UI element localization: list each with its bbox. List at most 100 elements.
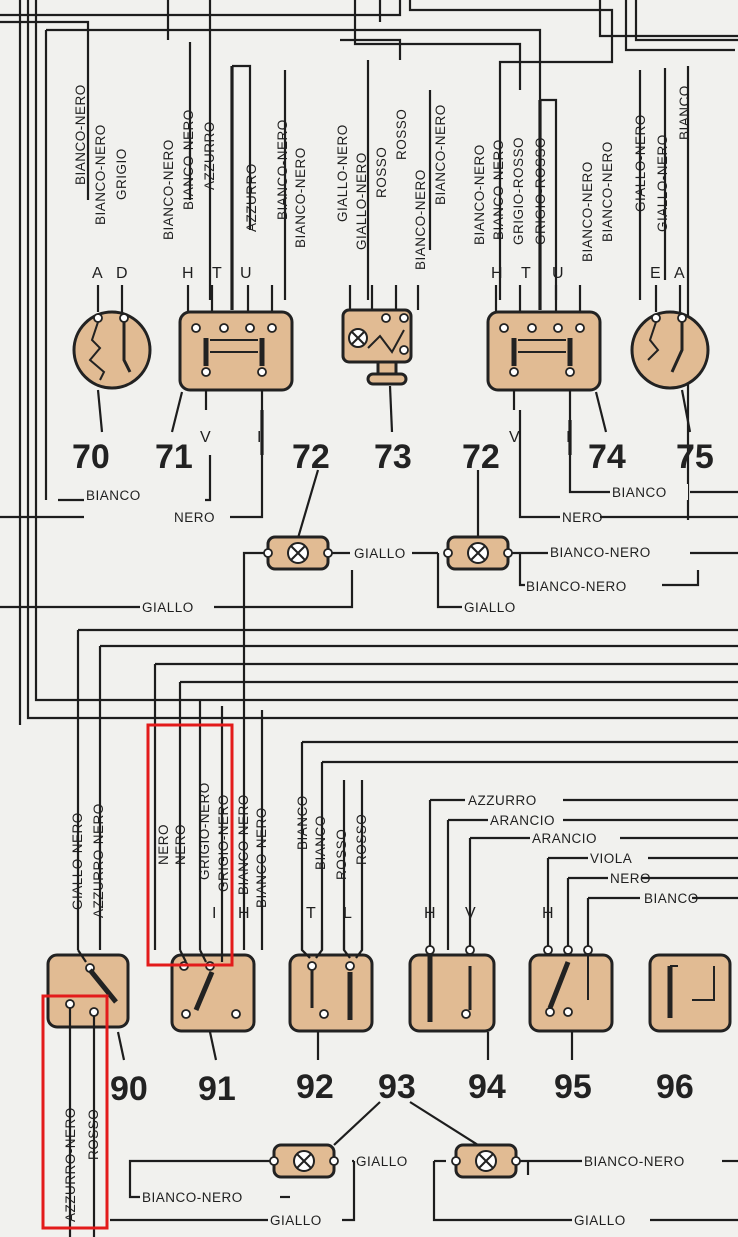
lamp-unit-73 — [341, 285, 420, 433]
wire-label: BIANCO-NERO — [254, 807, 269, 908]
wire-label-bianco-nero: BIANCO-NERO — [142, 1190, 243, 1205]
wire-label-bianco: BIANCO — [612, 485, 667, 500]
wire-label: GRIGIO-NERO — [197, 782, 212, 880]
wire-label: BIANCO-NERO — [73, 84, 88, 185]
wire-label: NERO — [173, 824, 188, 865]
pin-letter: H — [491, 265, 503, 282]
wire-label: BIANCO-NERO — [161, 139, 176, 240]
wire-label-giallo: GIALLO — [356, 1154, 408, 1169]
wire-label: GIALLO-NERO — [354, 152, 369, 250]
pin-letter: V — [509, 429, 520, 446]
wire-label: GRIGIO-ROSSO — [533, 137, 548, 245]
wire-label-bianco-nero: BIANCO-NERO — [550, 545, 651, 560]
wire-label-nero: NERO — [610, 871, 651, 886]
component-number-75: 75 — [676, 438, 714, 476]
component-number-95: 95 — [554, 1068, 592, 1106]
wire-label: BIANCO-NERO — [236, 794, 251, 895]
pin-letter: U — [240, 265, 252, 282]
component-number-94: 94 — [468, 1068, 506, 1106]
wire-label: GIALLO-NERO — [335, 124, 350, 222]
wire-label-bianco: BIANCO — [86, 488, 141, 503]
pin-letter: I — [566, 429, 570, 446]
wire-label: BIANCO-NERO — [491, 139, 506, 240]
lamp-72b-wiring — [436, 470, 738, 609]
wire-label: BIANCO-NERO — [293, 147, 308, 248]
switch-92 — [288, 930, 374, 1060]
component-number-92: 92 — [296, 1068, 334, 1106]
wire-label: BIANCO-NERO — [580, 161, 595, 262]
component-number-72a: 72 — [292, 438, 330, 476]
wire-label: BIANCO — [313, 815, 328, 870]
component-number-90: 90 — [110, 1070, 148, 1108]
wire-label-giallo: GIALLO — [142, 600, 194, 615]
wire-label: AZZURRO — [244, 163, 259, 232]
wire-label: ROSSO — [354, 814, 369, 865]
highlight-box — [41, 994, 109, 1230]
wire-label: GRIGIO-NERO — [216, 794, 231, 892]
wire-label: GRIGIO — [114, 148, 129, 200]
lamp-93-wiring — [110, 1101, 738, 1222]
pin-letter: T — [521, 265, 531, 282]
switch-95 — [528, 945, 614, 1060]
pin-letter: A — [674, 265, 685, 282]
component-number-72b: 72 — [462, 438, 500, 476]
lamp-93b — [450, 1143, 522, 1179]
wire-label: GIALLO-NERO — [633, 114, 648, 212]
pin-letter: V — [465, 905, 476, 922]
pin-letter: H — [182, 265, 194, 282]
wire-label: BIANCO-NERO — [600, 141, 615, 242]
wire-label-arancio: ARANCIO — [490, 813, 555, 828]
lamp-72a-wiring — [0, 469, 438, 770]
wire-label: BIANCO — [295, 795, 310, 850]
component-number-74: 74 — [588, 438, 626, 476]
switch-74 — [486, 285, 608, 433]
wire-label-giallo: GIALLO — [270, 1213, 322, 1228]
switch-96 — [648, 953, 732, 1033]
pin-letter: I — [212, 905, 216, 922]
component-number-71: 71 — [155, 438, 193, 476]
switch-94 — [408, 945, 496, 1060]
wire-label-arancio: ARANCIO — [532, 831, 597, 846]
wire-label: ROSSO — [374, 147, 389, 198]
component-number-70: 70 — [72, 438, 110, 476]
wire-label: ROSSO — [86, 1109, 101, 1160]
pin-letter: H — [238, 905, 250, 922]
pin-letter: T — [306, 905, 316, 922]
wire-label: GRIGIO-ROSSO — [511, 137, 526, 245]
wire-label: BIANCO-NERO — [472, 144, 487, 245]
pin-letter: L — [343, 905, 352, 922]
top-bus-wires — [0, 0, 738, 725]
wire-label-giallo: GIALLO — [464, 600, 516, 615]
wire-label: BIANCO-NERO — [181, 109, 196, 210]
top-pin-letters: A D H T U V I H T U V I E A — [92, 265, 685, 446]
wire-label-nero: NERO — [174, 510, 215, 525]
wire-label: BIANCO-NERO — [413, 169, 428, 270]
wire-label-giallo: GIALLO — [354, 546, 406, 561]
wire-label: AZZURRO-NERO — [91, 803, 106, 918]
component-number-73: 73 — [374, 438, 412, 476]
pin-letter: I — [257, 429, 261, 446]
gauge-70 — [72, 285, 152, 433]
wire-label-viola: VIOLA — [590, 851, 632, 866]
wire-label-nero: NERO — [562, 510, 603, 525]
wire-label-bianco: BIANCO — [644, 891, 699, 906]
wire-label: BIANCO-NERO — [93, 124, 108, 225]
component-number-93: 93 — [378, 1068, 416, 1106]
wire-label: BIANCO — [677, 85, 692, 140]
highlight-box — [146, 723, 234, 967]
lamp-72a — [262, 535, 334, 571]
wire-label-azzurro: AZZURRO — [468, 793, 537, 808]
switch-71 — [170, 285, 294, 433]
wire-label: GIALLO-NERO — [655, 134, 670, 232]
gauge-75 — [630, 285, 710, 433]
pin-letter: U — [552, 265, 564, 282]
pin-letter: T — [212, 265, 222, 282]
wire-label-bianco-nero: BIANCO-NERO — [526, 579, 627, 594]
pin-letter: H — [424, 905, 436, 922]
middle-bus-wires — [76, 628, 738, 950]
pin-letter: I — [566, 905, 570, 922]
bottom-wire-labels: GIALLO-NERO AZZURRO-NERO NERO NERO GRIGI… — [70, 782, 369, 918]
pin-letter: V — [200, 429, 211, 446]
wire-label: GIALLO-NERO — [70, 812, 85, 910]
pin-letter: D — [116, 265, 128, 282]
